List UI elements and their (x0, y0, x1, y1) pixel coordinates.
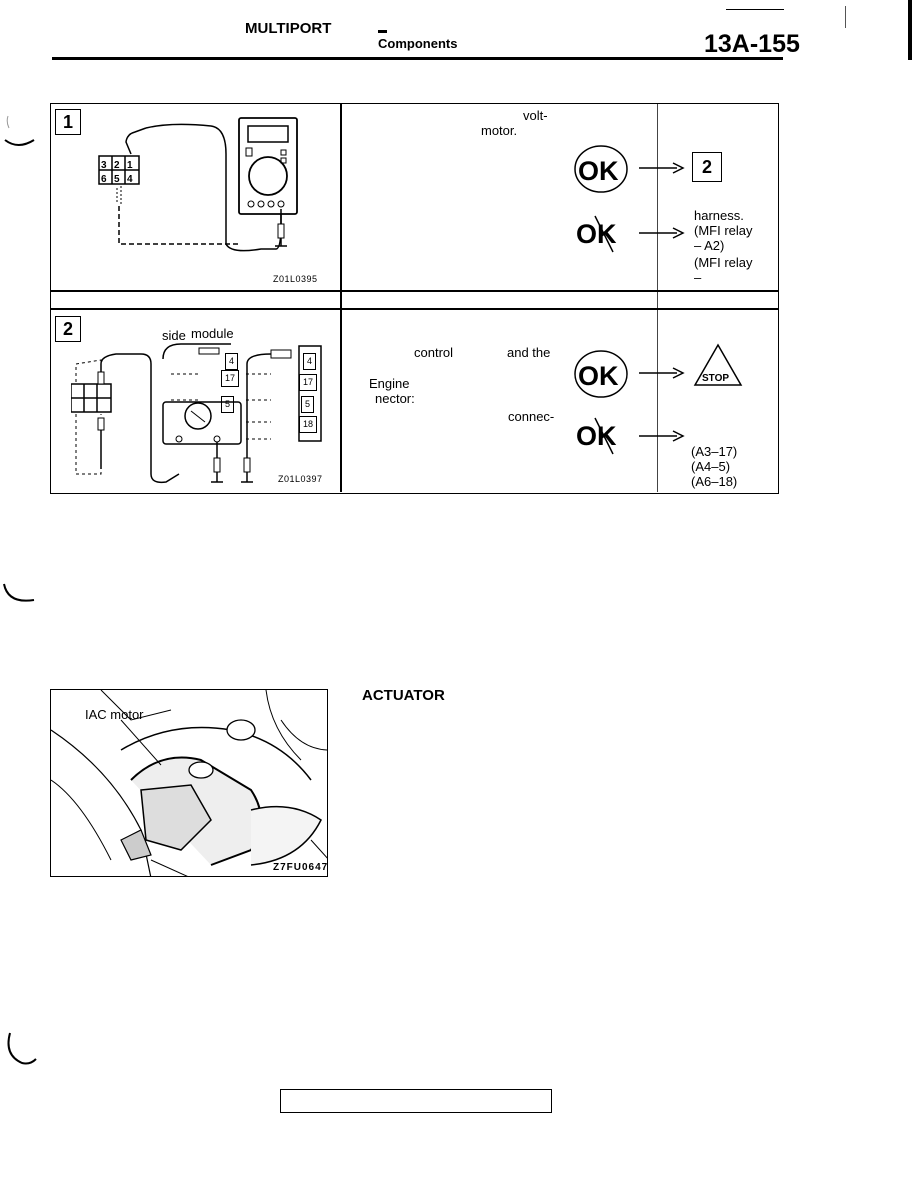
step-2-desc-andthe: and the (507, 345, 551, 360)
step-2-ng-cross (594, 417, 614, 455)
step-2-desc-nector: nector: (375, 391, 415, 406)
step-2-pin-5-left: 5 (221, 396, 235, 413)
step-2-ok-label: OK (578, 361, 619, 391)
step-2-pin-4-right: 4 (303, 353, 317, 370)
step-1-desc-line-1: volt- (523, 108, 548, 123)
step-1-ng-label: OK (576, 219, 617, 249)
col-divider-right (657, 104, 658, 492)
step-2-desc-control: control (414, 345, 454, 360)
step-2-ng-arrow (639, 430, 685, 442)
binding-curve-1 (4, 115, 35, 146)
step-2-figure-code: Z01L0397 (278, 474, 323, 484)
step-1-ng-line-1: harness. (694, 208, 744, 223)
step-2-ok-arrow (639, 367, 685, 379)
footer-box (280, 1089, 552, 1113)
step-1-figure-code: Z01L0395 (273, 274, 318, 284)
step-1-ng-line-2: (MFI relay (694, 223, 753, 238)
step-2-ng-label: OK (576, 421, 617, 451)
header-dash (378, 30, 387, 33)
step-2-pin-4-left: 4 (225, 353, 239, 370)
photo-figure-code: Z7FU0647 (273, 862, 328, 873)
page-number: 13A-155 (704, 30, 800, 58)
step-2-pin-5-right: 5 (301, 396, 315, 413)
step-2-desc-connec: connec- (508, 409, 555, 424)
step-1-ok-circle (574, 145, 628, 193)
troubleshooting-table: 1 3 2 1 6 5 4 Z01L03 (50, 103, 779, 494)
step-1-ng-cross (594, 215, 614, 253)
stop-sign-icon (693, 343, 743, 386)
col-divider-left (340, 104, 342, 492)
step-1-pin-4: 4 (127, 174, 133, 185)
step-1-next-step-box: 2 (692, 152, 722, 182)
step-2-pin-17-left: 17 (221, 370, 240, 387)
actuator-title: ACTUATOR (362, 687, 445, 704)
step-2-ok-circle (574, 350, 628, 398)
step-1-ng-arrow (639, 227, 685, 239)
step-2-ng-line-1: (A3–17) (691, 444, 738, 459)
binding-edge-bar (908, 0, 912, 60)
engine-photo-illustration (51, 690, 327, 876)
step-2-pin-17-right: 17 (299, 374, 318, 391)
step-1-ng-line-5: – (694, 270, 702, 285)
header-top-line (726, 9, 784, 10)
step-2-ng-line-2: (A4–5) (691, 459, 731, 474)
step-2-desc-engine: Engine (369, 376, 410, 391)
step-1-ng-line-3: – A2) (694, 238, 725, 253)
iac-motor-photo: Z7FU0647 (50, 689, 328, 877)
step-2-number: 2 (55, 316, 81, 342)
binding-curve-3 (7, 1032, 37, 1065)
step-1-number: 1 (55, 109, 81, 135)
header-rule (52, 57, 783, 60)
step-1-pin-1: 1 (127, 160, 133, 171)
step-2-module-label: module (191, 326, 234, 341)
step-2-diagram (71, 343, 322, 484)
binding-curve-2 (3, 583, 35, 602)
edge-mark (845, 6, 846, 28)
step-1-desc-line-2: motor. (481, 123, 518, 138)
step-2-side-label: side (162, 328, 186, 343)
step-1-pin-3: 3 (101, 160, 107, 171)
step-1-pin-2: 2 (114, 160, 120, 171)
step-1-diagram (98, 117, 298, 252)
step-2-ng-line-3: (A6–18) (691, 474, 738, 489)
step-1-pin-5: 5 (114, 174, 120, 185)
step-1-ok-label: OK (578, 156, 619, 186)
row-divider-2 (51, 308, 778, 310)
step-2-stop-label: STOP (702, 373, 730, 384)
iac-motor-label: IAC motor (85, 707, 144, 722)
step-1-pin-6: 6 (101, 174, 107, 185)
step-1-ok-arrow (639, 162, 685, 174)
step-2-pin-18-right: 18 (299, 416, 318, 433)
header-subtitle: Components (378, 36, 458, 51)
step-1-ng-line-4: (MFI relay (694, 255, 753, 270)
row-divider-1 (51, 290, 778, 292)
header-section-title: MULTIPORT (245, 20, 332, 37)
